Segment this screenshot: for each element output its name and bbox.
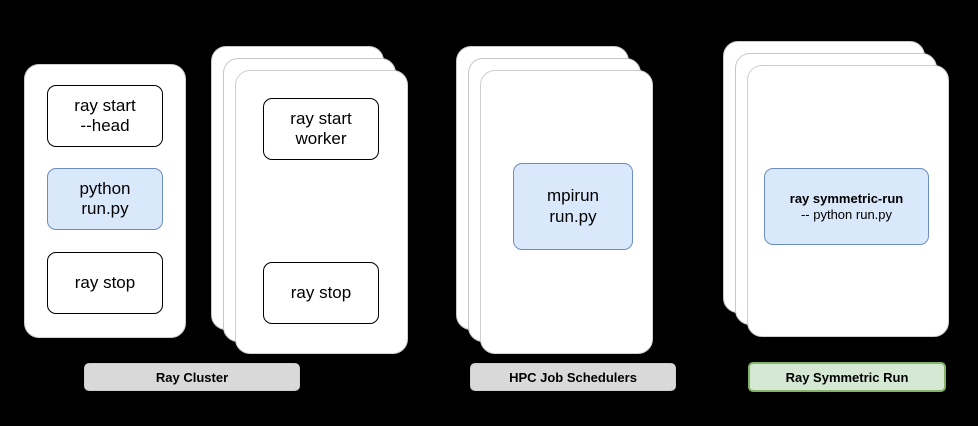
command-line-1: python: [79, 178, 131, 198]
command-box-python-run-py: python run.py: [47, 168, 163, 230]
command-line-2: run.py: [81, 199, 129, 218]
group-label-text: HPC Job Schedulers: [509, 369, 637, 385]
command-line-1: ray stop: [290, 282, 352, 302]
command-line-2: worker: [295, 129, 347, 148]
command-line-2: --head: [80, 116, 130, 135]
command-line-1: mpirun: [547, 186, 599, 206]
command-box-ray-stop-head: ray stop: [47, 252, 163, 314]
command-box-ray-start-head: ray start --head: [47, 85, 163, 147]
command-line-1: ray symmetric-run: [789, 191, 904, 207]
group-label-text: Ray Symmetric Run: [785, 369, 909, 385]
command-line-2: run.py: [549, 206, 597, 226]
command-box-ray-symmetric-run: ray symmetric-run -- python run.py: [764, 168, 929, 245]
command-line-2: -- python run.py: [800, 206, 893, 222]
command-line-1: ray stop: [74, 272, 136, 292]
command-box-mpirun-run-py: mpirun run.py: [513, 163, 633, 250]
group-label-text: Ray Cluster: [155, 369, 229, 385]
group-label-ray-symmetric-run: Ray Symmetric Run: [748, 362, 946, 392]
group-label-hpc-job-schedulers: HPC Job Schedulers: [470, 363, 676, 391]
group-label-ray-cluster: Ray Cluster: [84, 363, 300, 391]
command-line-1: ray start: [74, 95, 136, 115]
command-box-ray-start-worker: ray start worker: [263, 98, 379, 160]
command-box-ray-stop-worker: ray stop: [263, 262, 379, 324]
command-line-1: ray start: [290, 108, 352, 128]
